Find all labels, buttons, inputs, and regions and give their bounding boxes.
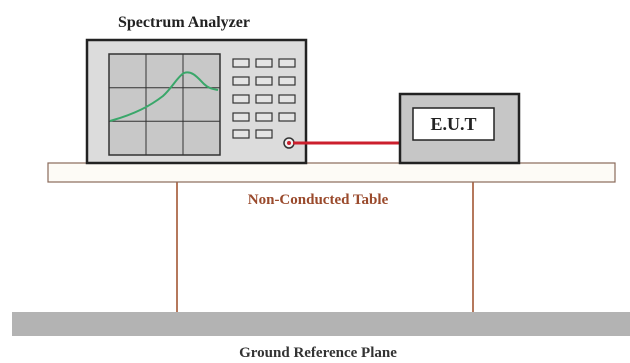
key-button — [278, 76, 296, 86]
table-top — [47, 162, 616, 183]
rf-input-port-center — [287, 141, 291, 145]
key-button — [278, 94, 296, 104]
eut-label: E.U.T — [430, 114, 476, 134]
spectrum-trace — [109, 71, 219, 122]
key-button — [278, 112, 296, 122]
eut-box: E.U.T — [398, 92, 521, 165]
analyzer-screen — [108, 53, 221, 156]
key-button — [278, 58, 296, 68]
screen-grid — [109, 54, 220, 155]
key-button — [232, 58, 250, 68]
key-button — [232, 76, 250, 86]
key-button — [232, 112, 250, 122]
table-label: Non-Conducted Table — [248, 192, 389, 208]
key-button — [232, 129, 250, 139]
eut-label-box — [412, 107, 495, 141]
key-button — [255, 94, 273, 104]
spectrum-analyzer — [85, 38, 308, 165]
key-button — [255, 76, 273, 86]
spectrum-analyzer-label: Spectrum Analyzer — [118, 14, 250, 31]
key-button — [232, 94, 250, 104]
analyzer-keypad — [232, 58, 296, 139]
key-button — [255, 58, 273, 68]
ground-reference-plane — [12, 312, 630, 336]
key-button — [255, 112, 273, 122]
key-button — [255, 129, 273, 139]
ground-reference-plane-label: Ground Reference Plane — [239, 345, 397, 361]
